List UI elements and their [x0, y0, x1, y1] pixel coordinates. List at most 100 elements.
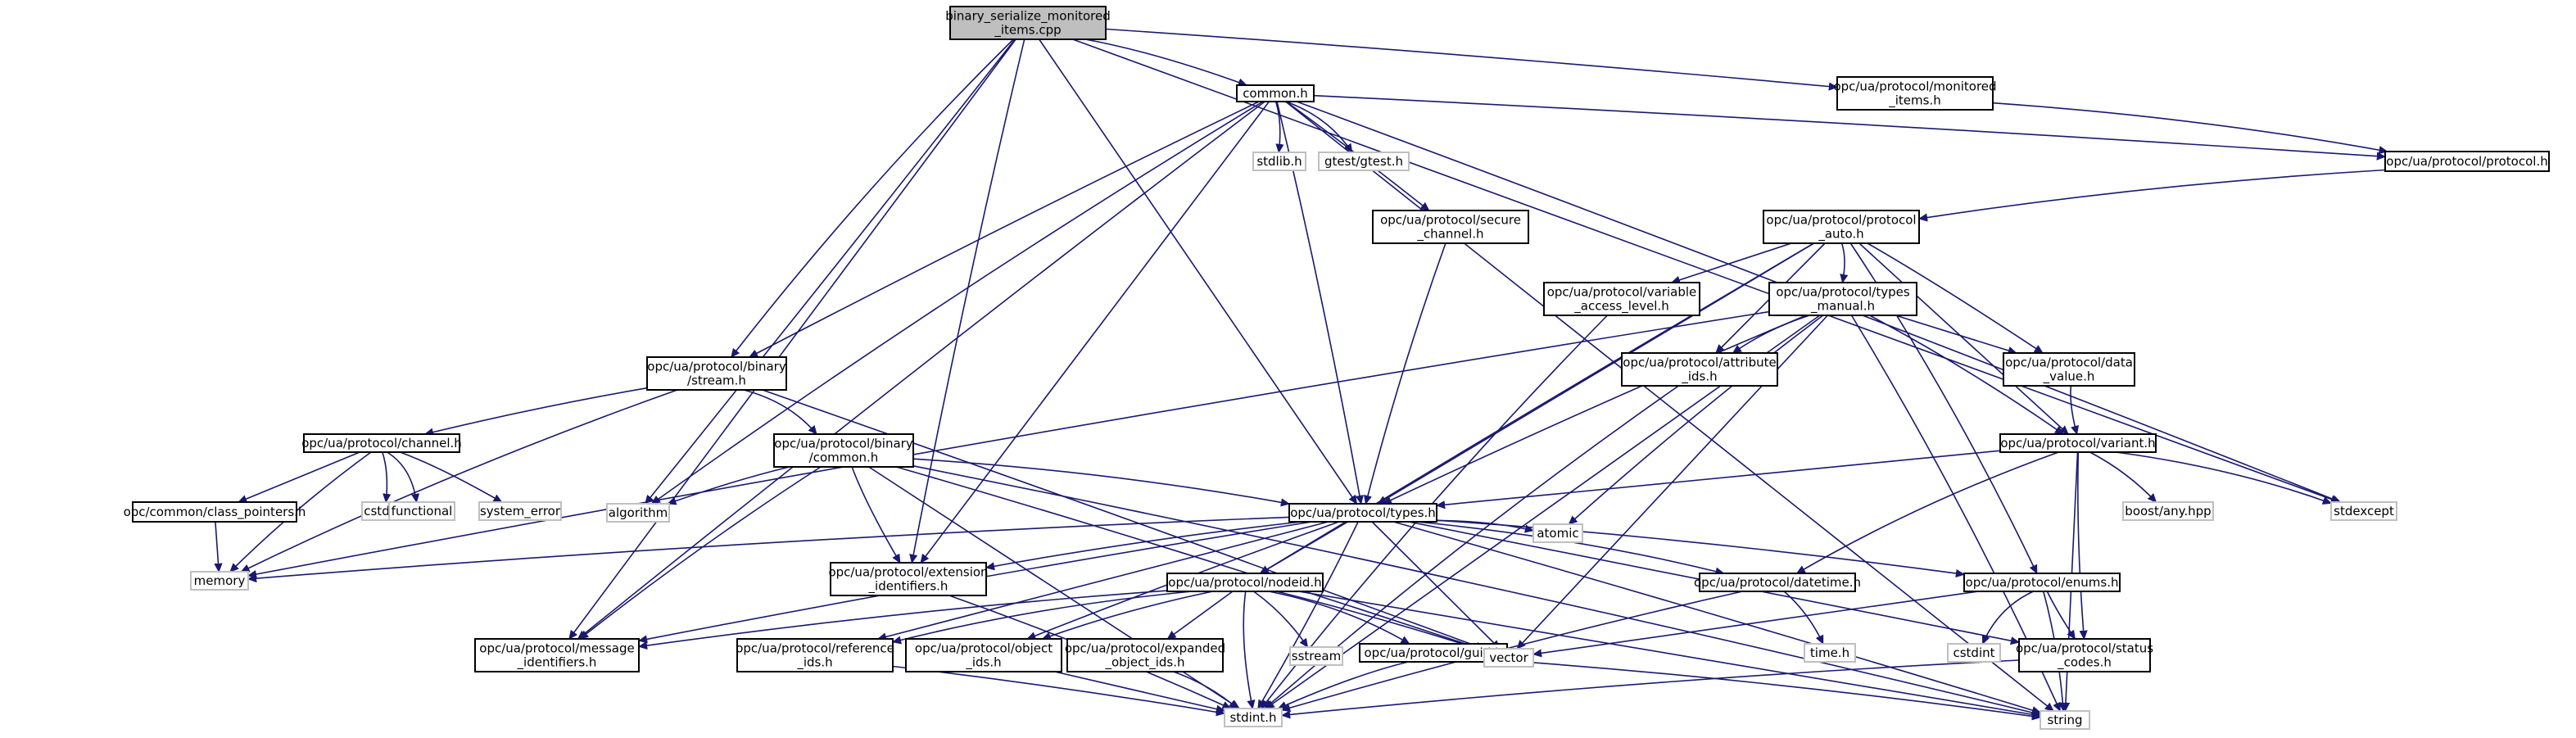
edge-types-manual-h-to-types-h [1383, 315, 1807, 505]
node-binary-common-h[interactable]: opc/ua/protocol/binary/common.h [773, 433, 914, 468]
node-label: atomic [1537, 526, 1578, 541]
edge-root-to-types-h [1039, 38, 1358, 504]
node-extension-identifiers-h[interactable]: opc/ua/protocol/extension_identifiers.h [828, 562, 989, 596]
edge-data-value-h-to-variant-h [2070, 385, 2077, 434]
node-box [1318, 152, 1410, 171]
node-label: opc/ua/protocol/object [915, 641, 1053, 656]
edge-datetime-h-to-stdint-h [1282, 591, 1743, 710]
node-label: _ids.h [1681, 369, 1717, 385]
edge-types-h-to-reference-ids-h [878, 521, 1329, 639]
node-box [1289, 646, 1343, 666]
node-label: opc/ua/protocol/data [2005, 355, 2133, 370]
edge-variant-h-to-boost-any [2089, 451, 2157, 502]
node-box [1963, 573, 2121, 592]
node-root[interactable]: binary_serialize_monitored_items.cpp [945, 6, 1111, 40]
edge-secure-channel-h-to-types-h [1365, 242, 1446, 504]
node-protocol-h[interactable]: opc/ua/protocol/protocol.h [2384, 151, 2550, 172]
node-variant-h[interactable]: opc/ua/protocol/variant.h [1999, 433, 2157, 453]
node-secure-channel-h[interactable]: opc/ua/protocol/secure_channel.h [1372, 210, 1529, 244]
node-object-ids-h[interactable]: opc/ua/protocol/object_ids.h [905, 638, 1062, 672]
node-label: opc/ua/protocol/expanded [1065, 641, 1225, 656]
node-sstream: sstream [1289, 646, 1343, 666]
edge-root-to-message-identifiers-h [569, 38, 1016, 639]
node-box [2384, 151, 2550, 172]
node-common-h[interactable]: common.h [1236, 84, 1315, 102]
node-label: functional [392, 504, 453, 518]
node-class-pointers-h[interactable]: opc/common/class_pointers.h [124, 501, 306, 523]
node-algorithm: algorithm [606, 503, 670, 523]
node-system-error: system_error [478, 501, 562, 521]
node-label: binary_serialize_monitored [945, 9, 1111, 25]
node-label: gtest/gtest.h [1324, 154, 1403, 169]
node-expanded-object-ids-h[interactable]: opc/ua/protocol/expanded_object_ids.h [1065, 638, 1225, 672]
node-box [736, 638, 894, 672]
edge-protocol-h-to-protocol-auto-h [1919, 169, 2386, 220]
edge-types-h-to-nodeid-h [1261, 521, 1348, 574]
node-attribute-ids-h[interactable]: opc/ua/protocol/attribute_ids.h [1621, 352, 1778, 387]
node-box [646, 356, 787, 391]
node-datetime-h[interactable]: opc/ua/protocol/datetime.h [1694, 573, 1861, 592]
node-enums-h[interactable]: opc/ua/protocol/enums.h [1963, 573, 2121, 592]
node-types-manual-h[interactable]: opc/ua/protocol/types_manual.h [1768, 282, 1917, 316]
node-monitored-items-h[interactable]: opc/ua/protocol/monitored_items.h [1833, 76, 1997, 111]
node-label: opc/ua/protocol/binary [774, 437, 913, 451]
edge-variant-h-to-types-h [1437, 450, 2001, 505]
node-binary-stream-h[interactable]: opc/ua/protocol/binary/stream.h [646, 356, 787, 391]
node-label: _channel.h [1416, 227, 1483, 242]
edge-common-h-to-string [1285, 101, 2054, 711]
node-label: /common.h [809, 450, 879, 465]
node-guid-h[interactable]: opc/ua/protocol/guid.h [1359, 643, 1508, 663]
node-label: vector [1489, 650, 1528, 665]
node-box [1763, 210, 1920, 244]
edge-binary-common-h-to-string [912, 465, 2040, 715]
node-box [773, 433, 914, 468]
edge-binary-common-h-to-vector [895, 466, 1484, 650]
node-channel-h[interactable]: opc/ua/protocol/channel.h [301, 433, 462, 453]
node-label: opc/ua/protocol/variable [1547, 285, 1697, 300]
node-label: opc/ua/protocol/attribute [1623, 355, 1776, 370]
edge-nodeid-h-to-guid-h [1269, 591, 1409, 645]
node-stdexcept: stdexcept [2330, 501, 2397, 521]
node-atomic: atomic [1532, 523, 1583, 543]
node-protocol-auto-h[interactable]: opc/ua/protocol/protocol_auto.h [1763, 210, 1920, 244]
node-box [2330, 501, 2397, 521]
edge-root-to-monitored-items-h [1105, 28, 1837, 88]
node-variable-access-level-h[interactable]: opc/ua/protocol/variable_access_level.h [1543, 282, 1700, 316]
node-box [606, 503, 670, 523]
node-box [2040, 710, 2090, 730]
node-types-h[interactable]: opc/ua/protocol/types.h [1288, 503, 1437, 523]
node-box [478, 501, 562, 521]
edge-types-manual-h-to-memory [248, 310, 1770, 576]
node-data-value-h[interactable]: opc/ua/protocol/data_value.h [2003, 352, 2135, 387]
node-box [1621, 352, 1778, 387]
edge-binary-stream-h-to-vector [762, 389, 1484, 649]
node-box [2018, 638, 2151, 672]
node-box [1483, 648, 1534, 668]
node-message-identifiers-h[interactable]: opc/ua/protocol/message_identifiers.h [474, 638, 640, 672]
node-box [1372, 210, 1529, 244]
edge-binary-common-h-to-algorithm [668, 466, 790, 504]
edge-nodeid-h-to-vector [1276, 591, 1485, 650]
edge-monitored-items-h-to-protocol-h [1992, 102, 2388, 152]
node-label: _identifiers.h [517, 655, 597, 671]
node-label: opc/ua/protocol/protocol [1766, 213, 1916, 228]
node-time-h: time.h [1804, 643, 1856, 663]
node-reference-ids-h[interactable]: opc/ua/protocol/reference_ids.h [736, 638, 894, 672]
edge-expanded-object-ids-h-to-stdint-h [1173, 671, 1238, 709]
node-box [1288, 503, 1437, 523]
node-vector: vector [1483, 648, 1534, 668]
node-status-codes-h[interactable]: opc/ua/protocol/status_codes.h [2016, 638, 2153, 672]
node-box [1066, 638, 1224, 672]
edge-variant-h-to-datetime-h [1797, 451, 2059, 574]
edge-channel-h-to-memory [230, 451, 372, 572]
edge-common-h-to-extension-identifiers-h [921, 101, 1270, 563]
node-label: _identifiers.h [868, 579, 948, 595]
node-box [1543, 282, 1700, 316]
edge-binary-common-h-to-stdint-h [868, 466, 1239, 709]
node-label: opc/ua/protocol/reference [736, 641, 894, 656]
node-box [1768, 282, 1917, 316]
edge-protocol-auto-h-to-data-value-h [1867, 242, 2043, 354]
edge-common-h-to-algorithm [652, 101, 1264, 505]
node-label: opc/ua/protocol/variant.h [2000, 436, 2155, 450]
node-nodeid-h[interactable]: opc/ua/protocol/nodeid.h [1166, 573, 1324, 592]
